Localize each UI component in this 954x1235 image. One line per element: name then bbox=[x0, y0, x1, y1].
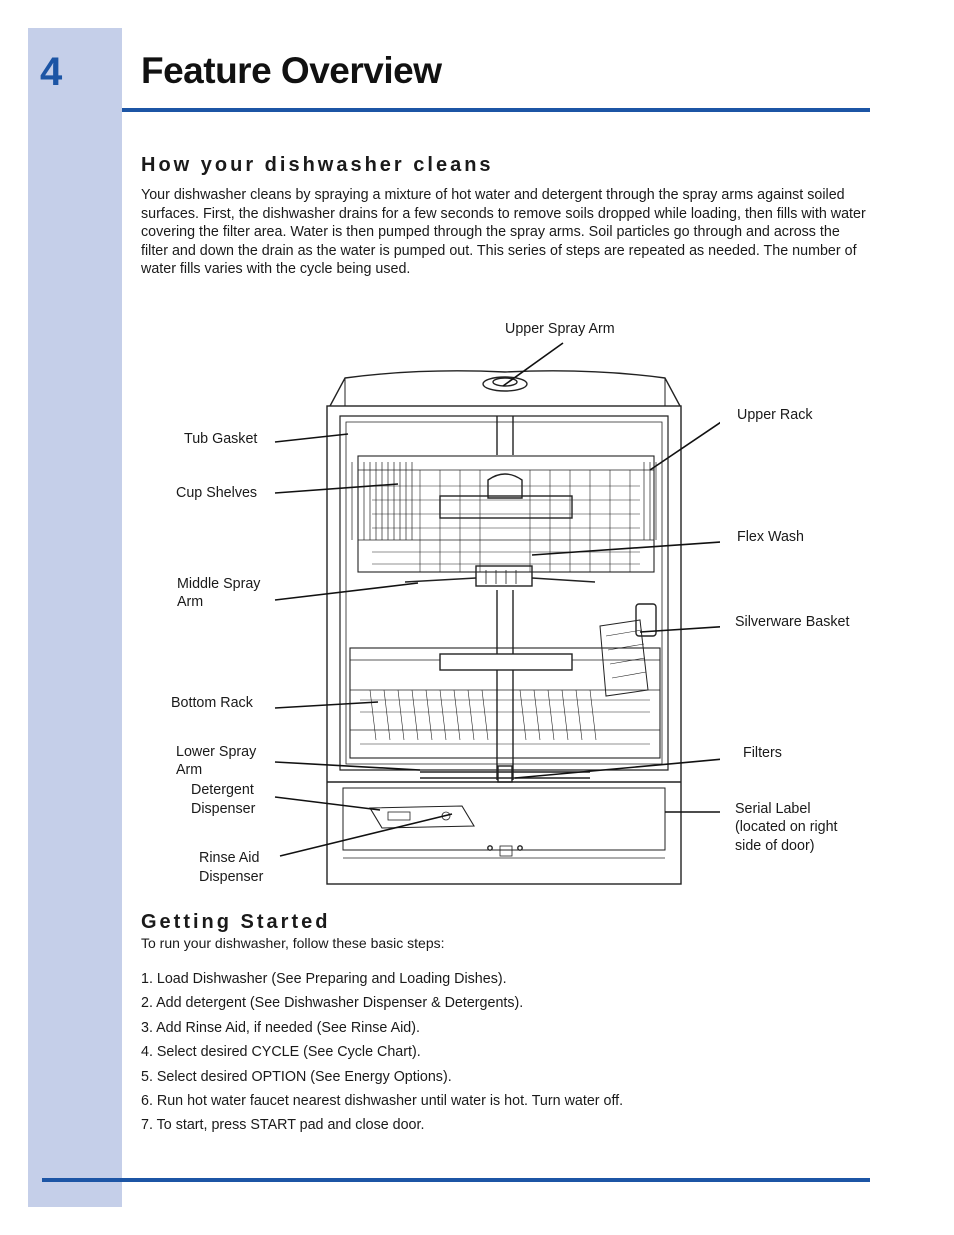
label-rinse-aid-dispenser-line1: Rinse Aid bbox=[199, 850, 260, 866]
page-number: 4 bbox=[40, 50, 63, 94]
sidebar-band bbox=[28, 28, 122, 1207]
label-middle-spray-arm-line1: Middle Spray bbox=[177, 576, 261, 592]
label-serial-label-line2: (located on right bbox=[735, 819, 838, 835]
list-item: 3. Add Rinse Aid, if needed (See Rinse A… bbox=[141, 1019, 420, 1036]
dishwasher-diagram bbox=[274, 342, 720, 885]
label-serial-label-line3: side of door) bbox=[735, 838, 815, 854]
section-paragraph-cleans: Your dishwasher cleans by spraying a mix… bbox=[141, 187, 866, 278]
getting-started-lead: To run your dishwasher, follow these bas… bbox=[141, 935, 445, 951]
list-item: 5. Select desired OPTION (See Energy Opt… bbox=[141, 1068, 452, 1085]
footer-rule bbox=[42, 1178, 870, 1182]
label-middle-spray-arm-line2: Arm bbox=[177, 594, 204, 610]
label-tub-gasket: Tub Gasket bbox=[184, 431, 258, 447]
list-item: 2. Add detergent (See Dishwasher Dispens… bbox=[141, 995, 524, 1012]
list-item: 6. Run hot water faucet nearest dishwash… bbox=[141, 1092, 624, 1109]
label-silverware-basket: Silverware Basket bbox=[735, 614, 850, 630]
label-flex-wash: Flex Wash bbox=[737, 529, 804, 545]
page-title: Feature Overview bbox=[141, 50, 442, 91]
header-rule bbox=[122, 108, 870, 112]
label-bottom-rack: Bottom Rack bbox=[171, 695, 253, 711]
list-item: 4. Select desired CYCLE (See Cycle Chart… bbox=[141, 1044, 421, 1061]
steps-list: 1. Load Dishwasher (See Preparing and Lo… bbox=[141, 970, 623, 1141]
list-item: 1. Load Dishwasher (See Preparing and Lo… bbox=[141, 971, 507, 987]
label-detergent-dispenser-line1: Detergent bbox=[191, 782, 254, 798]
label-upper-spray-arm: Upper Spray Arm bbox=[505, 321, 615, 337]
label-serial-label-line1: Serial Label bbox=[735, 801, 811, 817]
label-lower-spray-arm-line2: Arm bbox=[176, 762, 203, 778]
label-filters: Filters bbox=[743, 745, 782, 761]
label-lower-spray-arm-line1: Lower Spray bbox=[176, 744, 257, 760]
section-heading-cleans: How your dishwasher cleans bbox=[141, 154, 494, 176]
label-rinse-aid-dispenser-line2: Dispenser bbox=[199, 869, 264, 885]
section-heading-getting-started: Getting Started bbox=[141, 911, 331, 933]
label-upper-rack: Upper Rack bbox=[737, 407, 813, 423]
label-cup-shelves: Cup Shelves bbox=[176, 485, 258, 501]
list-item: 7. To start, press START pad and close d… bbox=[141, 1117, 425, 1134]
label-detergent-dispenser-line2: Dispenser bbox=[191, 801, 256, 817]
